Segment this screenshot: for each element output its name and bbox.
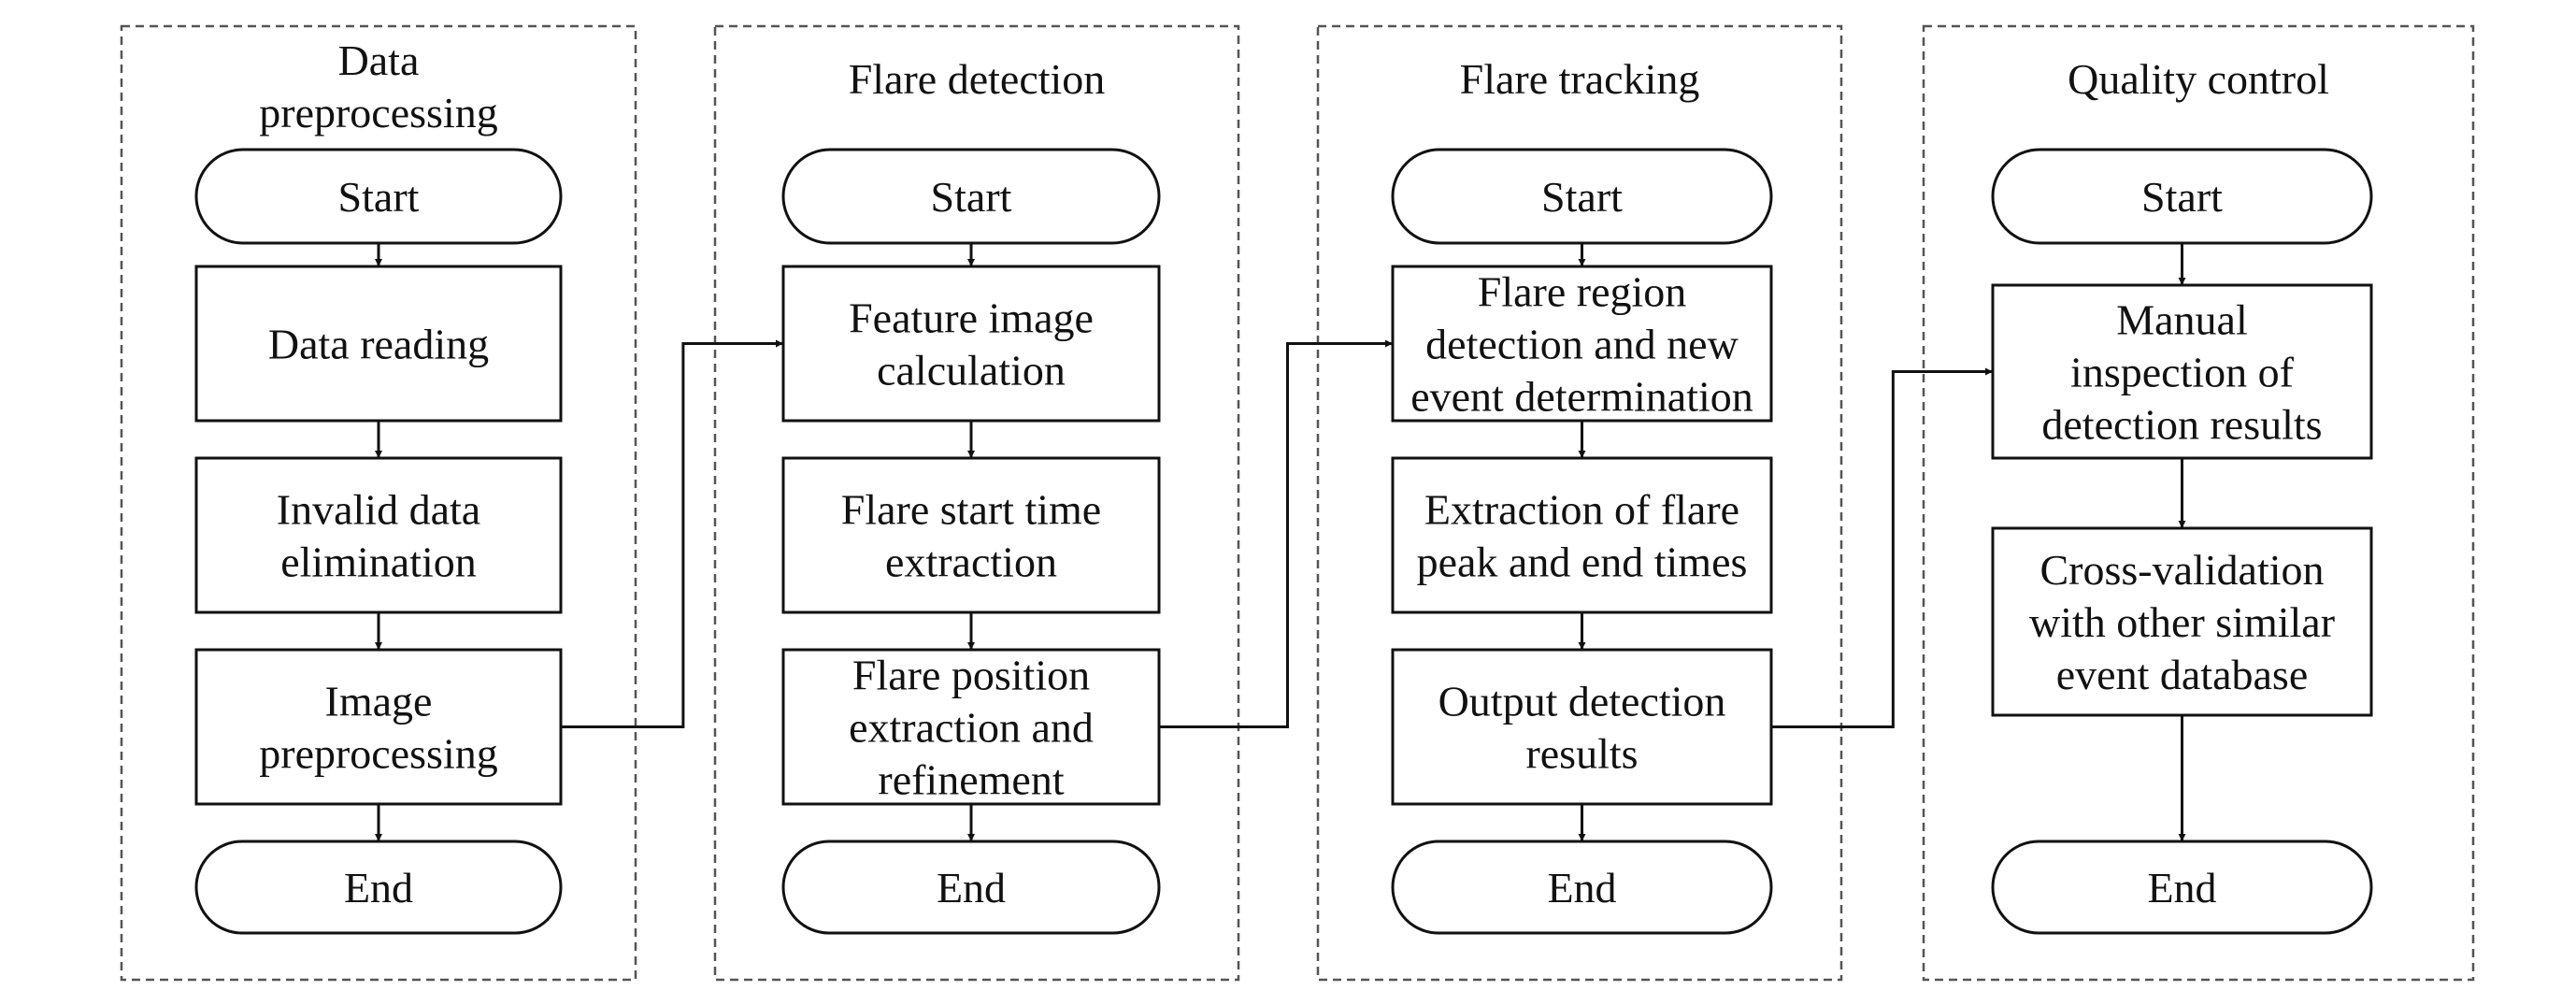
node-label: preprocessing (259, 730, 497, 778)
node-label: End (344, 864, 413, 912)
node-flare-tracking-output-detection-results: Output detection results (1391, 648, 1773, 806)
node-data-preprocessing-data-reading: Data reading (194, 265, 563, 423)
node-label: Flare start time (841, 486, 1101, 534)
edge-flare-tracking-output-detection-results-to-quality-control-manual-inspection (1771, 367, 1993, 728)
node-label: Start (2141, 173, 2223, 221)
node-label: End (2147, 864, 2216, 912)
group-quality-control: Quality control (1922, 24, 2475, 982)
node-quality-control-manual-inspection: Manual inspection of detection results (1991, 283, 2373, 460)
node-label: Invalid data (277, 486, 480, 534)
group-title: Quality control (2068, 55, 2329, 103)
node-label: detection results (2041, 401, 2322, 449)
group-flare-tracking: Flare tracking (1316, 24, 1843, 982)
terminal-shape (781, 840, 1161, 935)
node-quality-control-end: End (1991, 840, 2373, 935)
process-box (194, 648, 563, 806)
node-data-preprocessing-start: Start (194, 148, 563, 245)
terminal-shape (1991, 148, 2373, 245)
node-label: inspection of (2070, 349, 2295, 396)
group-frame (120, 24, 637, 982)
node-label: Start (931, 173, 1012, 221)
node-flare-detection-end: End (781, 840, 1161, 935)
terminal-shape (781, 148, 1161, 245)
node-label: Flare position (852, 652, 1090, 699)
node-label: event determination (1410, 373, 1753, 421)
terminal-shape (1391, 148, 1773, 245)
node-label: results (1525, 730, 1638, 778)
node-flare-tracking-flare-region-detection: Flare region detection and new event deter… (1391, 265, 1773, 423)
group-data-preprocessing: Data preprocessing (120, 24, 637, 982)
node-flare-tracking-start: Start (1391, 148, 1773, 245)
process-box (194, 265, 563, 423)
node-label: Start (338, 173, 420, 221)
node-label: Extraction of flare (1424, 486, 1739, 534)
group-title: preprocessing (259, 89, 497, 136)
terminal-shape (194, 840, 563, 935)
group-title: Data (338, 36, 420, 84)
node-data-preprocessing-image-preprocessing: Image preprocessing (194, 648, 563, 806)
node-label: detection and new (1425, 321, 1739, 368)
node-label: with other similar (2029, 598, 2335, 646)
node-label: Manual (2116, 296, 2248, 344)
node-label: Feature image (849, 294, 1094, 342)
node-label: Flare region (1478, 268, 1687, 316)
process-box (781, 265, 1161, 423)
node-label: End (1547, 864, 1616, 912)
terminal-shape (1991, 840, 2373, 935)
node-label: End (937, 864, 1006, 912)
node-label: event database (2056, 651, 2308, 698)
node-label: peak and end times (1417, 538, 1748, 586)
process-box (781, 648, 1161, 806)
node-label: calculation (877, 347, 1066, 395)
node-label: Image (325, 678, 433, 725)
node-label: Cross-validation (2039, 546, 2324, 594)
process-box (1391, 265, 1773, 423)
group-flare-detection: Flare detection (713, 24, 1240, 982)
node-label: extraction (885, 538, 1057, 586)
node-label: refinement (878, 756, 1064, 804)
edge-data-preprocessing-image-preprocessing-to-flare-detection-feature-image-calculation (561, 339, 783, 728)
process-box (1991, 283, 2373, 460)
node-flare-tracking-end: End (1391, 840, 1773, 935)
process-box (1391, 648, 1773, 806)
node-label: Output detection (1438, 678, 1726, 725)
process-box (194, 456, 563, 614)
group-title: Flare detection (849, 55, 1106, 103)
node-quality-control-start: Start (1991, 148, 2373, 245)
terminal-shape (194, 148, 563, 245)
node-label: extraction and (849, 704, 1094, 752)
node-data-preprocessing-end: End (194, 840, 563, 935)
node-flare-detection-start: Start (781, 148, 1161, 245)
node-label: Data reading (268, 321, 489, 368)
group-frame (1922, 24, 2475, 982)
group-frame (1316, 24, 1843, 982)
terminal-shape (1391, 840, 1773, 935)
node-label: Start (1541, 173, 1623, 221)
process-box (1991, 526, 2373, 717)
group-frame (713, 24, 1240, 982)
process-box (1391, 456, 1773, 614)
node-label: elimination (280, 538, 477, 586)
process-box (781, 456, 1161, 614)
group-title: Flare tracking (1460, 55, 1700, 103)
edge-flare-detection-flare-position-extraction-to-flare-tracking-flare-region-detection (1159, 339, 1393, 728)
node-flare-detection-feature-image-calculation: Feature image calculation (781, 265, 1161, 423)
